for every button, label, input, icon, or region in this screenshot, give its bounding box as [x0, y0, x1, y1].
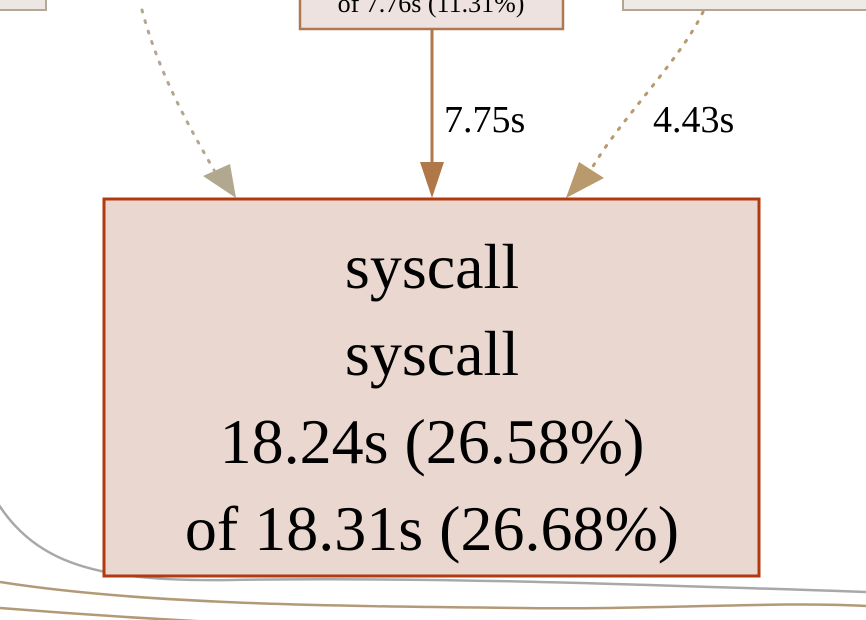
top-left-node[interactable] [0, 0, 47, 11]
edge-left [140, 8, 216, 172]
edge-center-label: 7.75s [444, 99, 525, 141]
edge-right-label: 4.43s [653, 99, 734, 141]
syscall-node[interactable]: syscall syscall 18.24s (26.58%) of 18.31… [102, 197, 761, 578]
tan-curve-edge-2 [0, 606, 200, 620]
edge-right-arrowhead [566, 162, 604, 198]
edge-center-arrowhead [420, 162, 444, 198]
tan-curve-edge [0, 580, 866, 610]
top-center-node[interactable] [298, 0, 565, 31]
top-center-node-label: of 7.76s (11.31%) [338, 0, 525, 18]
gray-curve-edge [0, 504, 866, 594]
syscall-node-box[interactable] [102, 197, 761, 578]
syscall-node-cum: of 18.31s (26.68%) [185, 493, 679, 564]
edge-right [590, 10, 705, 170]
syscall-node-function: syscall [345, 318, 519, 389]
syscall-node-package: syscall [345, 231, 519, 302]
top-right-node[interactable] [622, 0, 866, 11]
syscall-node-flat: 18.24s (26.58%) [220, 406, 645, 477]
edge-left-arrowhead [203, 164, 236, 198]
